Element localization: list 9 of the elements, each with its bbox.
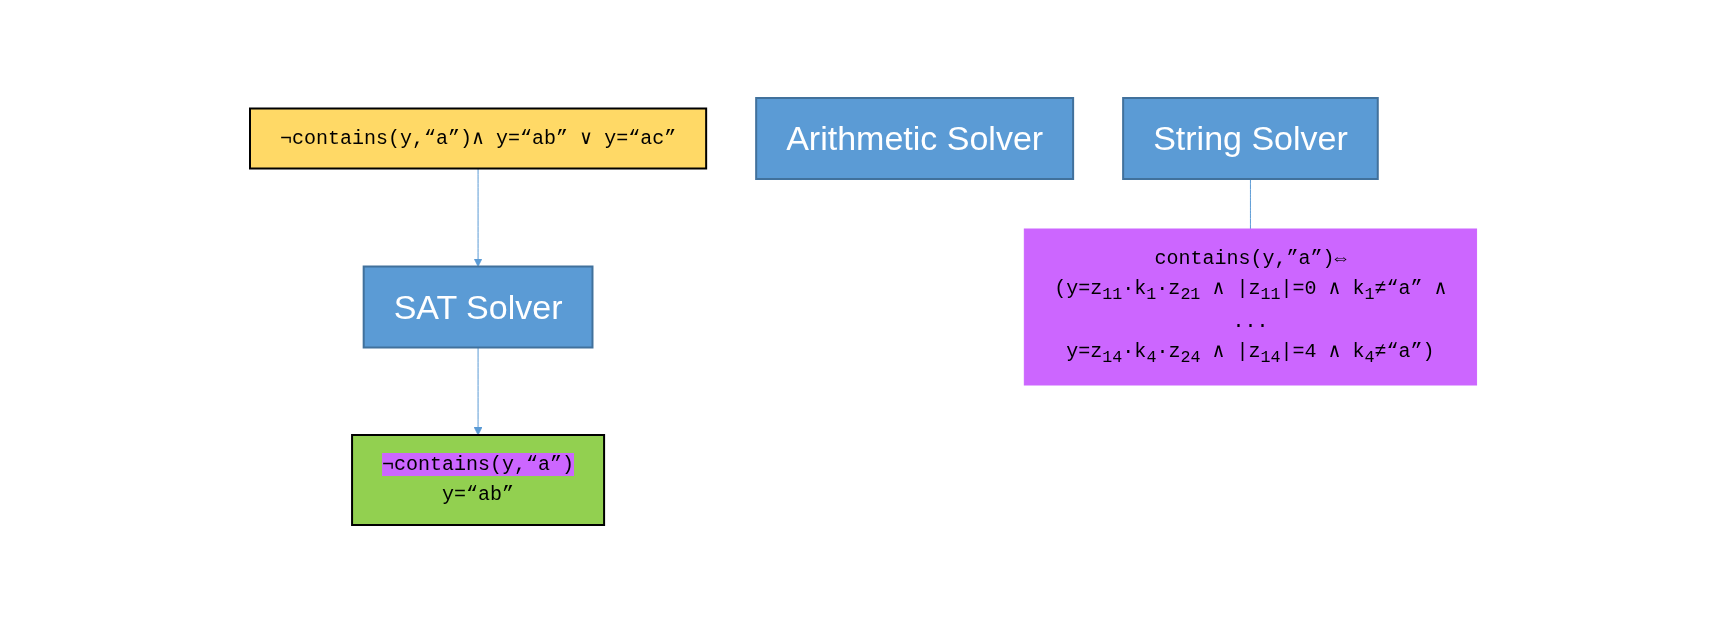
node-box: contains(y,”a”)⇔ (y=z$_{11}$·k$_{1}$·z$_{21}$ ∧ |z$_{11}$|=0 ∧ k$_{1}$≠“a” ∧ ... y=z$_{14}$·k$_{4}$·z$_{24}$ ∧ |z$_{14}$|=4 ∧ k$_{4}$≠“a”): [1023, 228, 1477, 386]
node-box: String Solver: [1121, 97, 1379, 180]
arrow: [473, 347, 483, 436]
node-box: Arithmetic Solver: [754, 97, 1074, 180]
node-box: ¬contains(y,“a”) y=“ab”: [350, 434, 605, 526]
arrow: [473, 168, 483, 267]
node-box: SAT Solver: [362, 265, 594, 349]
node-box: ¬contains(y,“a”)∧ y=“ab” ∨ y=“ac”: [248, 107, 707, 170]
connector: [1249, 178, 1251, 230]
